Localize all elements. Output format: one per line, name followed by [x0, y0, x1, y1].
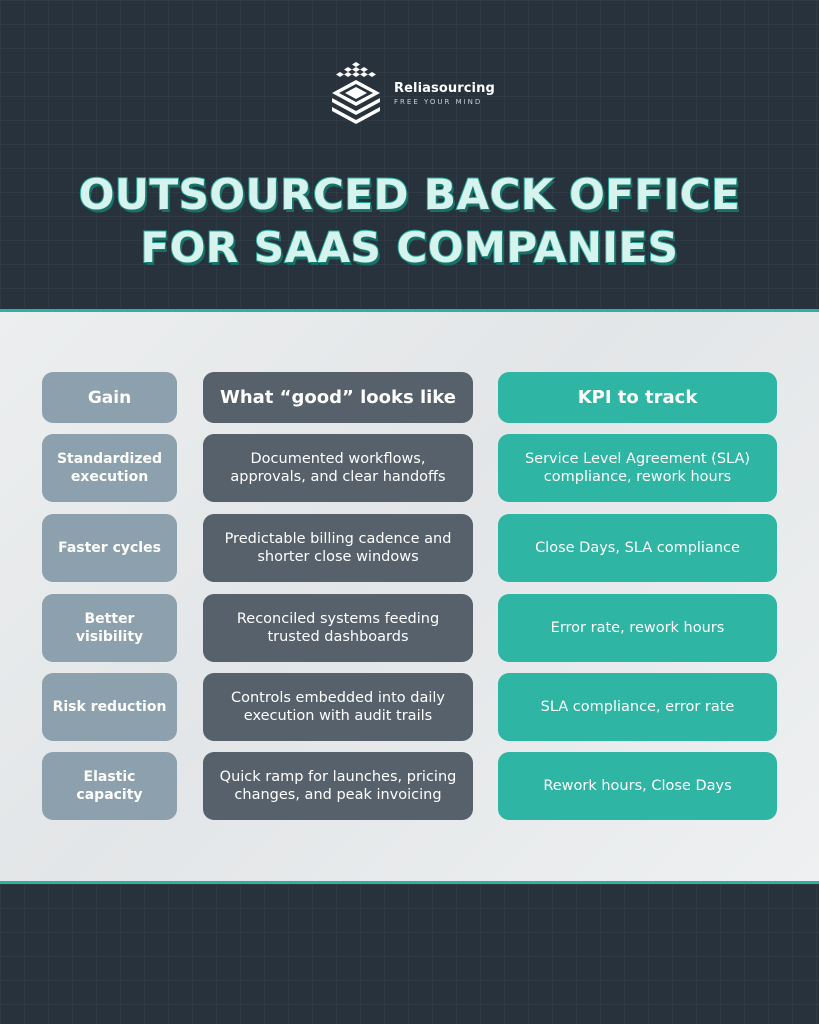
row-2-gain: Faster cycles	[42, 514, 177, 582]
row-2-good: Predictable billing cadence and shorter …	[203, 514, 473, 582]
header-kpi: KPI to track	[498, 372, 777, 423]
row-5-gain: Elastic capacity	[42, 752, 177, 820]
row-3-good: Reconciled systems feeding trusted dashb…	[203, 594, 473, 662]
row-2-kpi: Close Days, SLA compliance	[498, 514, 777, 582]
row-3-gain: Better visibility	[42, 594, 177, 662]
footer-background	[0, 884, 819, 1024]
header-background	[0, 0, 819, 309]
row-3-kpi: Error rate, rework hours	[498, 594, 777, 662]
row-1-gain: Standardized execution	[42, 434, 177, 502]
row-4-good: Controls embedded into daily execution w…	[203, 673, 473, 741]
row-4-gain: Risk reduction	[42, 673, 177, 741]
title-line-1: OUTSOURCED BACK OFFICE	[78, 169, 741, 220]
header-good: What “good” looks like	[203, 372, 473, 423]
row-1-kpi: Service Level Agreement (SLA) compliance…	[498, 434, 777, 502]
brand-tagline: FREE YOUR MIND	[394, 97, 483, 106]
row-1-good: Documented workflows, approvals, and cle…	[203, 434, 473, 502]
row-5-good: Quick ramp for launches, pricing changes…	[203, 752, 473, 820]
title-line-2: FOR SAAS COMPANIES	[140, 222, 679, 273]
row-4-kpi: SLA compliance, error rate	[498, 673, 777, 741]
brand-name: Reliasourcing	[394, 80, 495, 96]
page-title: OUTSOURCED BACK OFFICE FOR SAAS COMPANIE…	[0, 168, 819, 274]
cube-stack-logo-icon	[332, 62, 380, 124]
header-gain: Gain	[42, 372, 177, 423]
row-5-kpi: Rework hours, Close Days	[498, 752, 777, 820]
brand-logo: Reliasourcing FREE YOUR MIND	[326, 60, 495, 126]
